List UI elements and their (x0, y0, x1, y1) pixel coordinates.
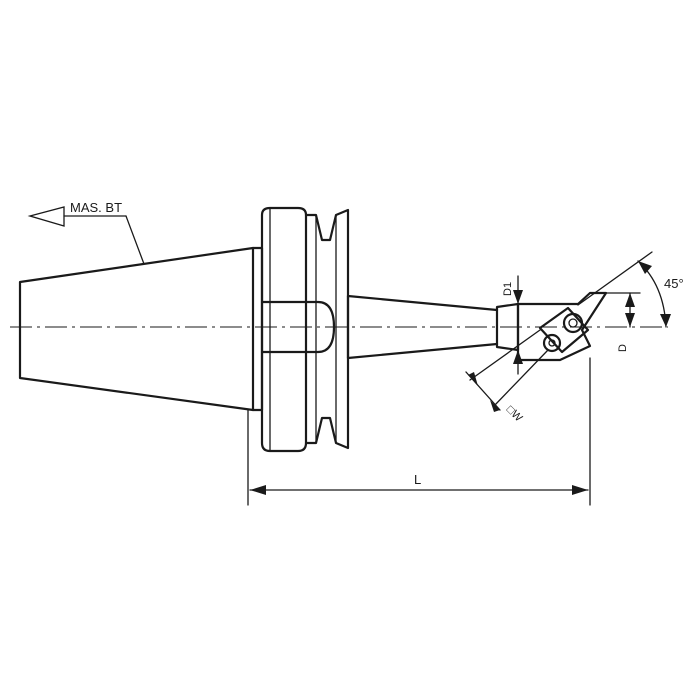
v-groove (304, 208, 350, 450)
taper-shank (18, 246, 255, 412)
shank-extension (346, 294, 499, 360)
d-arrow-top (625, 293, 635, 307)
angle-arrow-bottom (660, 314, 671, 327)
w-arrow-lower (490, 400, 500, 412)
insert-screw-lower (542, 333, 562, 353)
insert-screw-upper-inner (568, 318, 578, 328)
angle-arrow-top (638, 261, 652, 274)
taper-leader-diagonal (125, 215, 145, 265)
angle-label: 45° (664, 276, 684, 291)
d1-label: D1 (502, 282, 514, 296)
length-label: L (414, 472, 421, 487)
d-arrow-bottom (625, 313, 635, 327)
w-arrow-upper (468, 372, 478, 386)
flange-neck (251, 246, 264, 412)
w-ext-upper (469, 329, 541, 381)
flange-body (260, 206, 308, 453)
taper-direction-arrow (27, 206, 65, 227)
insert-width-label: □W (504, 404, 525, 425)
taper-standard-label: MAS. BT (70, 200, 122, 215)
length-arrow-left (250, 485, 266, 495)
d-label: D (617, 344, 629, 352)
insert-screw-lower-inner (548, 339, 556, 347)
cutting-insert (538, 306, 590, 354)
w-ext-lower (493, 349, 549, 407)
length-arrow-right (572, 485, 588, 495)
d1-arrow-bottom (513, 350, 523, 364)
cutter-head (516, 291, 608, 362)
insert-screw-upper (562, 312, 584, 334)
drive-key-slot (260, 300, 336, 354)
d1-arrow-top (513, 290, 523, 304)
angle-ray (577, 251, 653, 306)
